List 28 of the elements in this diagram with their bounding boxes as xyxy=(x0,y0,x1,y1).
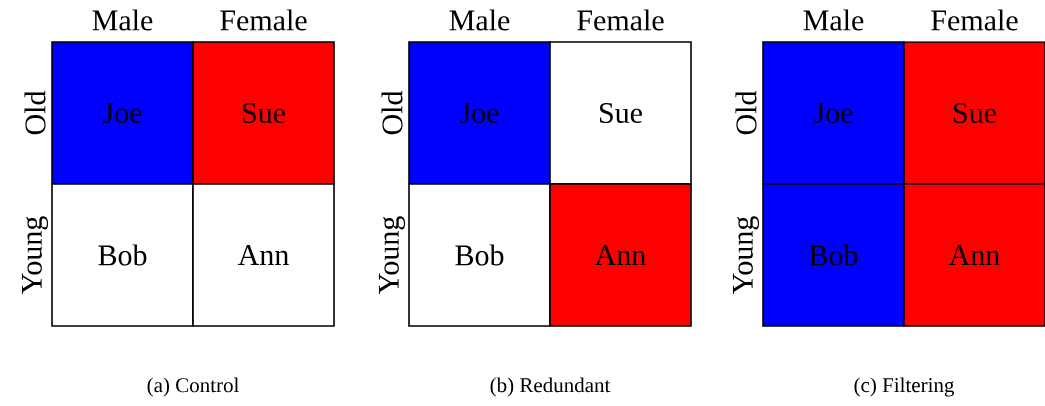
grid-cell: Bob xyxy=(51,183,194,327)
row-header: Old xyxy=(24,90,46,135)
column-header: Female xyxy=(220,9,307,31)
column-header: Female xyxy=(931,9,1018,31)
subfigure-caption: (a) Control xyxy=(147,377,239,397)
grid-cell: Joe xyxy=(408,41,551,185)
subfigure-caption: (c) Filtering xyxy=(854,377,955,397)
column-header: Male xyxy=(803,9,864,31)
grid-cell: Joe xyxy=(51,41,194,185)
column-header: Female xyxy=(577,9,664,31)
column-header: Male xyxy=(449,9,510,31)
row-header: Old xyxy=(381,90,403,135)
grid-cell: Ann xyxy=(903,183,1045,327)
row-header: Young xyxy=(732,216,760,294)
grid-cell: Ann xyxy=(549,183,692,327)
grid-cell: Joe xyxy=(762,41,905,185)
row-header: Young xyxy=(378,216,406,294)
node-label: Sue xyxy=(954,102,996,124)
column-header: Male xyxy=(92,9,153,31)
row-header: Young xyxy=(21,216,49,294)
grid-cell: Sue xyxy=(903,41,1045,185)
subfigure-caption: (b) Redundant xyxy=(490,377,611,397)
grid-cell: Ann xyxy=(192,183,335,327)
grid-cell: Sue xyxy=(192,41,335,185)
grid-cell: Bob xyxy=(762,183,905,327)
row-header: Old xyxy=(735,90,757,135)
grid-cell: Sue xyxy=(549,41,692,185)
grid-cell: Bob xyxy=(408,183,551,327)
